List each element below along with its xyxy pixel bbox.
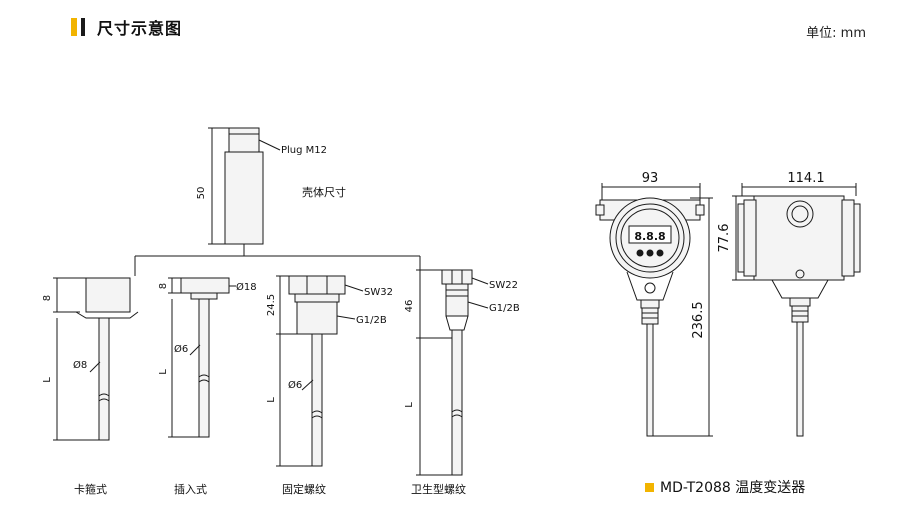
section-header: 尺寸示意图	[71, 16, 182, 38]
insertion-dim-head: Ø18	[236, 281, 257, 293]
caption-insertion: 插入式	[174, 483, 207, 496]
sanitary-dim-len: L	[404, 402, 415, 408]
sanitary-dim-top: 46	[404, 300, 415, 313]
variant-thread-drawing	[276, 275, 364, 467]
clamp-dim-dia: Ø8	[73, 359, 87, 371]
transmitter-upper-height-label: 77.6	[717, 224, 732, 253]
housing-height-label: 50	[196, 187, 207, 200]
variant-sanitary-drawing	[416, 269, 489, 476]
sanitary-sw-label: SW22	[489, 280, 518, 291]
thread-dim-dia: Ø6	[288, 379, 302, 391]
title-accent-bar	[71, 18, 77, 36]
housing-drawing: 50 Plug M12 壳体尺寸	[196, 127, 346, 245]
clamp-dim-len: L	[42, 377, 53, 383]
sanitary-g-label: G1/2B	[489, 303, 520, 314]
variant-insertion-drawing	[168, 277, 236, 438]
thread-dim-top: 24.5	[266, 294, 277, 316]
connector-bus	[134, 244, 421, 276]
thread-g-label: G1/2B	[356, 315, 387, 326]
title-dark-bar	[81, 18, 85, 36]
transmitter-front-view: 8.8.8	[595, 183, 713, 437]
plug-label: Plug M12	[281, 145, 327, 156]
insertion-dim-dia: Ø6	[174, 343, 188, 355]
svg-text:8.8.8: 8.8.8	[634, 230, 665, 243]
transmitter-depth-label: 114.1	[787, 171, 824, 186]
clamp-dim-top: 8	[42, 295, 53, 301]
unit-label: 单位: mm	[806, 26, 866, 41]
variant-clamp-drawing	[53, 277, 139, 441]
insertion-dim-top: 8	[158, 283, 169, 289]
model-caption-text: MD-T2088 温度变送器	[660, 480, 806, 496]
transmitter-total-height-label: 236.5	[691, 301, 706, 338]
caption-sanitary: 卫生型螺纹	[411, 483, 466, 496]
thread-dim-len: L	[266, 397, 277, 403]
transmitter-side-view	[732, 183, 861, 437]
caption-clamp: 卡箍式	[74, 483, 107, 496]
caption-thread: 固定螺纹	[282, 483, 326, 496]
housing-caption: 壳体尺寸	[302, 185, 346, 199]
model-accent-square	[645, 482, 654, 492]
transmitter-width-label: 93	[642, 171, 659, 186]
thread-sw-label: SW32	[364, 287, 393, 298]
page-title: 尺寸示意图	[97, 19, 183, 38]
insertion-dim-len: L	[158, 369, 169, 375]
model-caption: MD-T2088 温度变送器	[645, 477, 805, 497]
